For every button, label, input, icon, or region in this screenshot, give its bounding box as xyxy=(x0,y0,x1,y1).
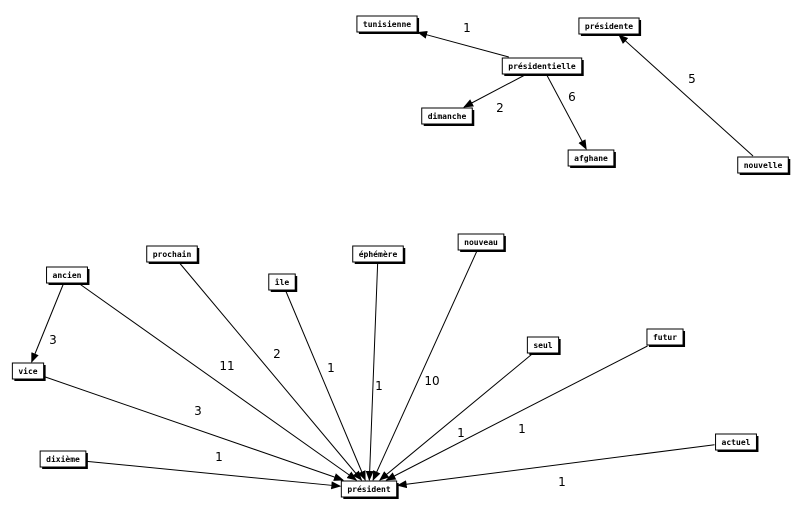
edge-weight-label: 1 xyxy=(375,379,383,393)
edge-weight-label: 2 xyxy=(273,347,281,361)
edge-seul-to-president xyxy=(379,353,533,481)
edge-presidentielle-to-dimanche xyxy=(463,74,526,108)
node-box xyxy=(457,233,505,251)
node-label: vice xyxy=(18,366,37,376)
node-label: nouvelle xyxy=(744,161,783,170)
edge-weight-label: 3 xyxy=(49,333,57,347)
node-label: éphémère xyxy=(359,249,398,259)
edge-futur-to-president xyxy=(385,345,648,481)
edge-weight-label: 10 xyxy=(424,374,439,388)
edge-weight-label: 11 xyxy=(219,359,234,373)
node-ancien: ancien xyxy=(46,266,90,285)
node-dimanche: dimanche xyxy=(421,107,475,126)
edge-presidentielle-to-afghane xyxy=(546,74,587,150)
edge-vice-to-president xyxy=(44,376,344,481)
edge-weight-label: 3 xyxy=(194,404,202,418)
node-label: présidentielle xyxy=(508,61,576,71)
node-box xyxy=(340,480,398,498)
node-label: dixième xyxy=(46,454,80,464)
node-nouvelle: nouvelle xyxy=(737,156,791,175)
edge-weight-label: 1 xyxy=(215,450,223,464)
node-ephemere: éphémère xyxy=(352,245,406,264)
node-box xyxy=(737,156,789,174)
node-box xyxy=(646,328,684,346)
edge-prochain-to-president xyxy=(179,262,363,481)
edge-nouvelle-to-presidente xyxy=(618,34,754,157)
node-box xyxy=(567,149,615,167)
node-label: afghane xyxy=(574,154,608,163)
node-label: actuel xyxy=(722,438,751,447)
edge-weight-label: 1 xyxy=(558,475,566,489)
node-box xyxy=(352,245,404,263)
node-box xyxy=(526,336,560,354)
node-label: nouveau xyxy=(464,238,498,247)
node-box xyxy=(39,450,87,468)
node-label: prochain xyxy=(153,249,192,259)
node-nouveau: nouveau xyxy=(457,233,506,252)
edge-weight-label: 2 xyxy=(496,101,504,115)
nodes-layer: tunisienne présidente présidentielle dimanc… xyxy=(11,15,791,499)
node-label: futur xyxy=(653,333,677,342)
node-presidentielle: présidentielle xyxy=(501,57,584,76)
node-actuel: actuel xyxy=(715,433,759,452)
edge-ephemere-to-president xyxy=(365,262,379,481)
node-dixieme: dixième xyxy=(39,450,88,469)
edge-actuel-to-president xyxy=(396,444,715,489)
node-box xyxy=(46,266,88,284)
edge-weight-label: 6 xyxy=(568,90,576,104)
node-label: île xyxy=(275,278,290,287)
node-label: ancien xyxy=(53,270,82,280)
node-box xyxy=(421,107,473,125)
node-label: dimanche xyxy=(428,111,467,121)
node-box xyxy=(715,433,757,451)
node-box xyxy=(268,273,296,291)
node-seul: seul xyxy=(526,336,561,355)
edge-nouveau-to-president xyxy=(372,250,478,481)
edge-ancien-to-vice xyxy=(31,283,64,363)
node-label: tunisienne xyxy=(363,19,411,29)
edge-weight-label: 1 xyxy=(327,361,335,375)
node-box xyxy=(11,362,45,380)
edge-weight-label: 1 xyxy=(518,422,526,436)
edge-ancien-to-president xyxy=(79,283,358,481)
node-futur: futur xyxy=(646,328,686,347)
edge-weight-label: 5 xyxy=(688,72,696,86)
edge-weight-label: 1 xyxy=(457,426,465,440)
node-afghane: afghane xyxy=(567,149,616,168)
node-prochain: prochain xyxy=(146,245,200,264)
node-label: seul xyxy=(533,341,552,350)
node-president: président xyxy=(340,480,399,499)
edge-presidentielle-to-tunisienne xyxy=(417,30,509,58)
edge-dixieme-to-president xyxy=(86,460,342,490)
edge-ile-to-president xyxy=(285,290,366,481)
node-box xyxy=(501,57,583,75)
node-presidente: présidente xyxy=(578,17,642,36)
node-tunisienne: tunisienne xyxy=(356,15,420,34)
node-ile: île xyxy=(268,273,298,292)
node-label: présidente xyxy=(585,21,633,31)
node-box xyxy=(578,17,640,35)
node-box xyxy=(146,245,198,263)
node-label: président xyxy=(347,484,391,494)
node-vice: vice xyxy=(11,362,46,381)
node-box xyxy=(356,15,418,33)
edge-weight-label: 1 xyxy=(463,21,471,35)
